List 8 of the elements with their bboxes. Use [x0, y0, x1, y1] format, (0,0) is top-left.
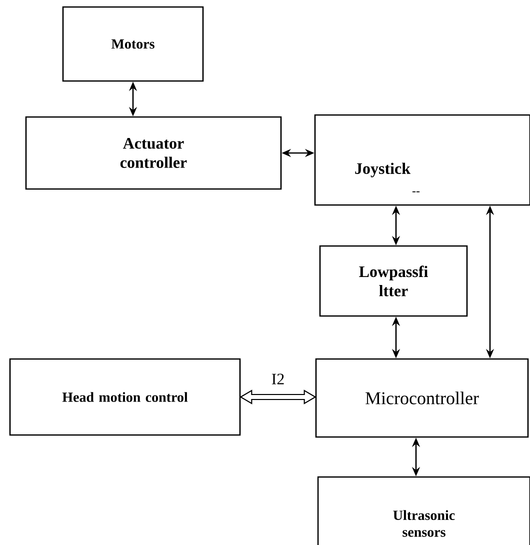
edge-label: I2: [272, 374, 284, 384]
tick-mark-label: --: [412, 191, 420, 192]
block-box: Head motion control: [9, 358, 241, 436]
block-box: Lowpassfi ltter: [319, 245, 468, 317]
block-box: Ultrasonic sensors: [317, 476, 530, 545]
block-box: Motors: [62, 6, 204, 82]
block-box: Microcontroller: [315, 358, 529, 438]
block-box: Actuator controller: [25, 116, 282, 190]
